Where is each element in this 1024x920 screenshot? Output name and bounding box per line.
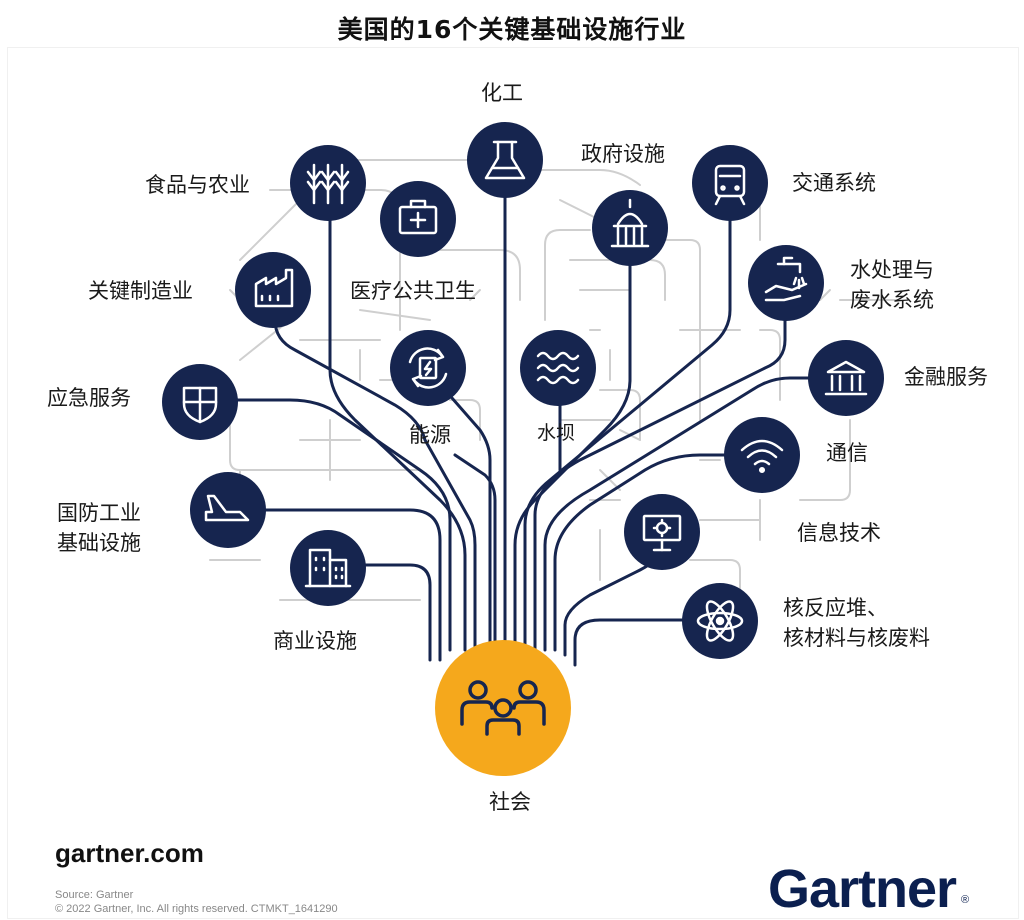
- label-emergency: 应急服务: [47, 386, 131, 410]
- first-aid-kit-icon: [398, 199, 438, 235]
- label-finance: 金融服务: [904, 365, 988, 389]
- label-society: 社会: [489, 790, 531, 814]
- label-manufacturing: 关键制造业: [88, 279, 193, 303]
- label-transport: 交通系统: [792, 171, 876, 195]
- copyright-line: © 2022 Gartner, Inc. All rights reserved…: [55, 903, 338, 915]
- label-water-line1: 水处理与: [850, 258, 934, 282]
- people-group-icon: [460, 680, 546, 736]
- registered-mark: ®: [961, 894, 970, 906]
- atom-icon: [696, 600, 744, 642]
- label-it: 信息技术: [797, 521, 881, 545]
- icon-circles: [162, 122, 884, 659]
- label-government: 政府设施: [581, 142, 665, 166]
- label-nuclear-line2: 核材料与核废料: [783, 626, 930, 650]
- finance-node: [808, 340, 884, 416]
- label-commercial: 商业设施: [273, 629, 357, 653]
- manufacturing-node: [235, 252, 311, 328]
- label-comms: 通信: [826, 441, 868, 465]
- label-health: 医疗公共卫生: [350, 279, 476, 303]
- footer-source: Source: Gartner © 2022 Gartner, Inc. All…: [55, 888, 338, 916]
- transport-node: [692, 145, 768, 221]
- comms-node: [724, 417, 800, 493]
- defense-node: [190, 472, 266, 548]
- label-defense-line2: 基础设施: [57, 531, 141, 555]
- label-defense-line1: 国防工业: [57, 501, 141, 525]
- gartner-logo: Gartner: [768, 859, 957, 919]
- bank-icon: [824, 360, 868, 396]
- wheat-icon: [306, 163, 350, 205]
- commercial-node: [290, 530, 366, 606]
- energy-cycle-icon: [408, 347, 448, 389]
- fighter-jet-icon: [204, 494, 250, 522]
- water-node: [748, 245, 824, 321]
- wifi-icon: [740, 439, 784, 474]
- factory-icon: [254, 268, 294, 308]
- monitor-gear-icon: [642, 514, 682, 552]
- chemical-node: [467, 122, 543, 198]
- label-water-line2: 废水系统: [850, 288, 934, 312]
- commercial-buildings-icon: [304, 548, 352, 588]
- label-energy: 能源: [409, 423, 451, 447]
- shield-icon: [182, 386, 218, 424]
- capitol-building-icon: [610, 198, 650, 248]
- label-nuclear-line1: 核反应堆、: [783, 596, 888, 620]
- train-icon: [714, 164, 746, 206]
- label-chemical: 化工: [481, 81, 523, 105]
- diagram-title: 美国的16个关键基础设施行业: [337, 15, 687, 44]
- faucet-water-icon: [764, 256, 808, 302]
- society-node: [435, 640, 571, 776]
- source-line: Source: Gartner: [55, 889, 134, 901]
- water-waves-icon: [536, 351, 580, 385]
- footer-url: gartner.com: [55, 838, 204, 868]
- government-node: [592, 190, 668, 266]
- label-dams: 水坝: [537, 422, 576, 444]
- label-food: 食品与农业: [145, 173, 250, 197]
- flask-icon: [484, 140, 526, 180]
